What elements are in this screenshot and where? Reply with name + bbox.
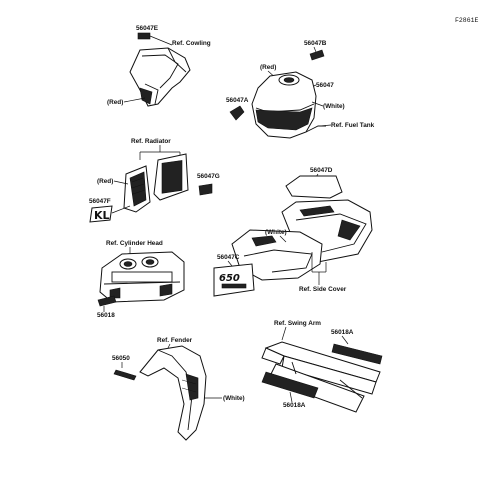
label-ref-cowling: Ref. Cowling <box>172 40 211 47</box>
decal-56018-cyl <box>97 295 117 307</box>
label-56018A-bottom: 56018A <box>283 402 306 409</box>
label-56047B: 56047B <box>304 40 327 47</box>
cowling-part <box>129 47 191 107</box>
radiator-group: Ref. Radiator (Red) 56047G 56047F KL <box>89 138 220 223</box>
decal-56047C: 650 <box>213 263 255 297</box>
label-56047E: 56047E <box>136 25 159 32</box>
label-white-fender: (White) <box>223 395 245 402</box>
figure-code: F2861E <box>455 17 479 24</box>
radiator-shroud-left <box>123 165 151 213</box>
decal-56047G <box>198 183 213 196</box>
radiator-shroud-right <box>153 153 189 201</box>
label-white-tank: (White) <box>323 103 345 110</box>
decal-56047D <box>285 175 343 199</box>
fender-part <box>139 345 207 441</box>
fuel-tank-group: 56047B (Red) 56047 56047A (White) Ref. F… <box>226 40 375 139</box>
label-56047: 56047 <box>316 82 334 89</box>
decal-56047B <box>309 49 325 61</box>
label-ref-fender: Ref. Fender <box>157 337 193 344</box>
label-ref-swing-arm: Ref. Swing Arm <box>274 320 321 327</box>
swing-arm-group: Ref. Swing Arm 56018A 56018A <box>261 320 383 413</box>
label-ref-side-cover: Ref. Side Cover <box>299 286 347 293</box>
label-red-radiator: (Red) <box>97 178 113 185</box>
label-56018: 56018 <box>97 312 115 319</box>
side-cover-group: 56047D (White) 56047C 650 Ref. Sid <box>213 167 373 297</box>
svg-text:650: 650 <box>219 273 240 284</box>
decal-56047F: KL <box>89 205 113 223</box>
label-56050: 56050 <box>112 355 130 362</box>
label-red-cowling: (Red) <box>107 99 123 106</box>
decal-56018A-bottom <box>261 371 319 399</box>
svg-text:KL: KL <box>94 209 110 222</box>
label-ref-fuel-tank: Ref. Fuel Tank <box>331 122 375 129</box>
label-white-side: (White) <box>265 229 287 236</box>
label-56047C: 56047C <box>217 254 240 261</box>
label-56047F: 56047F <box>89 198 111 205</box>
label-ref-cylinder-head: Ref. Cylinder Head <box>106 240 163 247</box>
cowling-group: 56047E Ref. Cowling (Red) <box>107 25 211 107</box>
label-56047D: 56047D <box>310 167 333 174</box>
cylinder-head-group: Ref. Cylinder Head 56018 <box>97 240 185 319</box>
label-red-tank: (Red) <box>260 64 276 71</box>
fender-group: Ref. Fender 56050 (White) <box>112 337 245 441</box>
fuel-tank-part <box>251 71 326 139</box>
label-ref-radiator: Ref. Radiator <box>131 138 171 145</box>
decal-56047E <box>137 32 151 40</box>
cylinder-head-part <box>99 251 185 303</box>
decal-56018A-top <box>331 343 383 365</box>
label-56018A-top: 56018A <box>331 329 354 336</box>
decal-56047A <box>229 105 245 121</box>
label-56047A: 56047A <box>226 97 249 104</box>
label-56047G: 56047G <box>197 173 220 180</box>
decal-56050 <box>113 369 137 381</box>
